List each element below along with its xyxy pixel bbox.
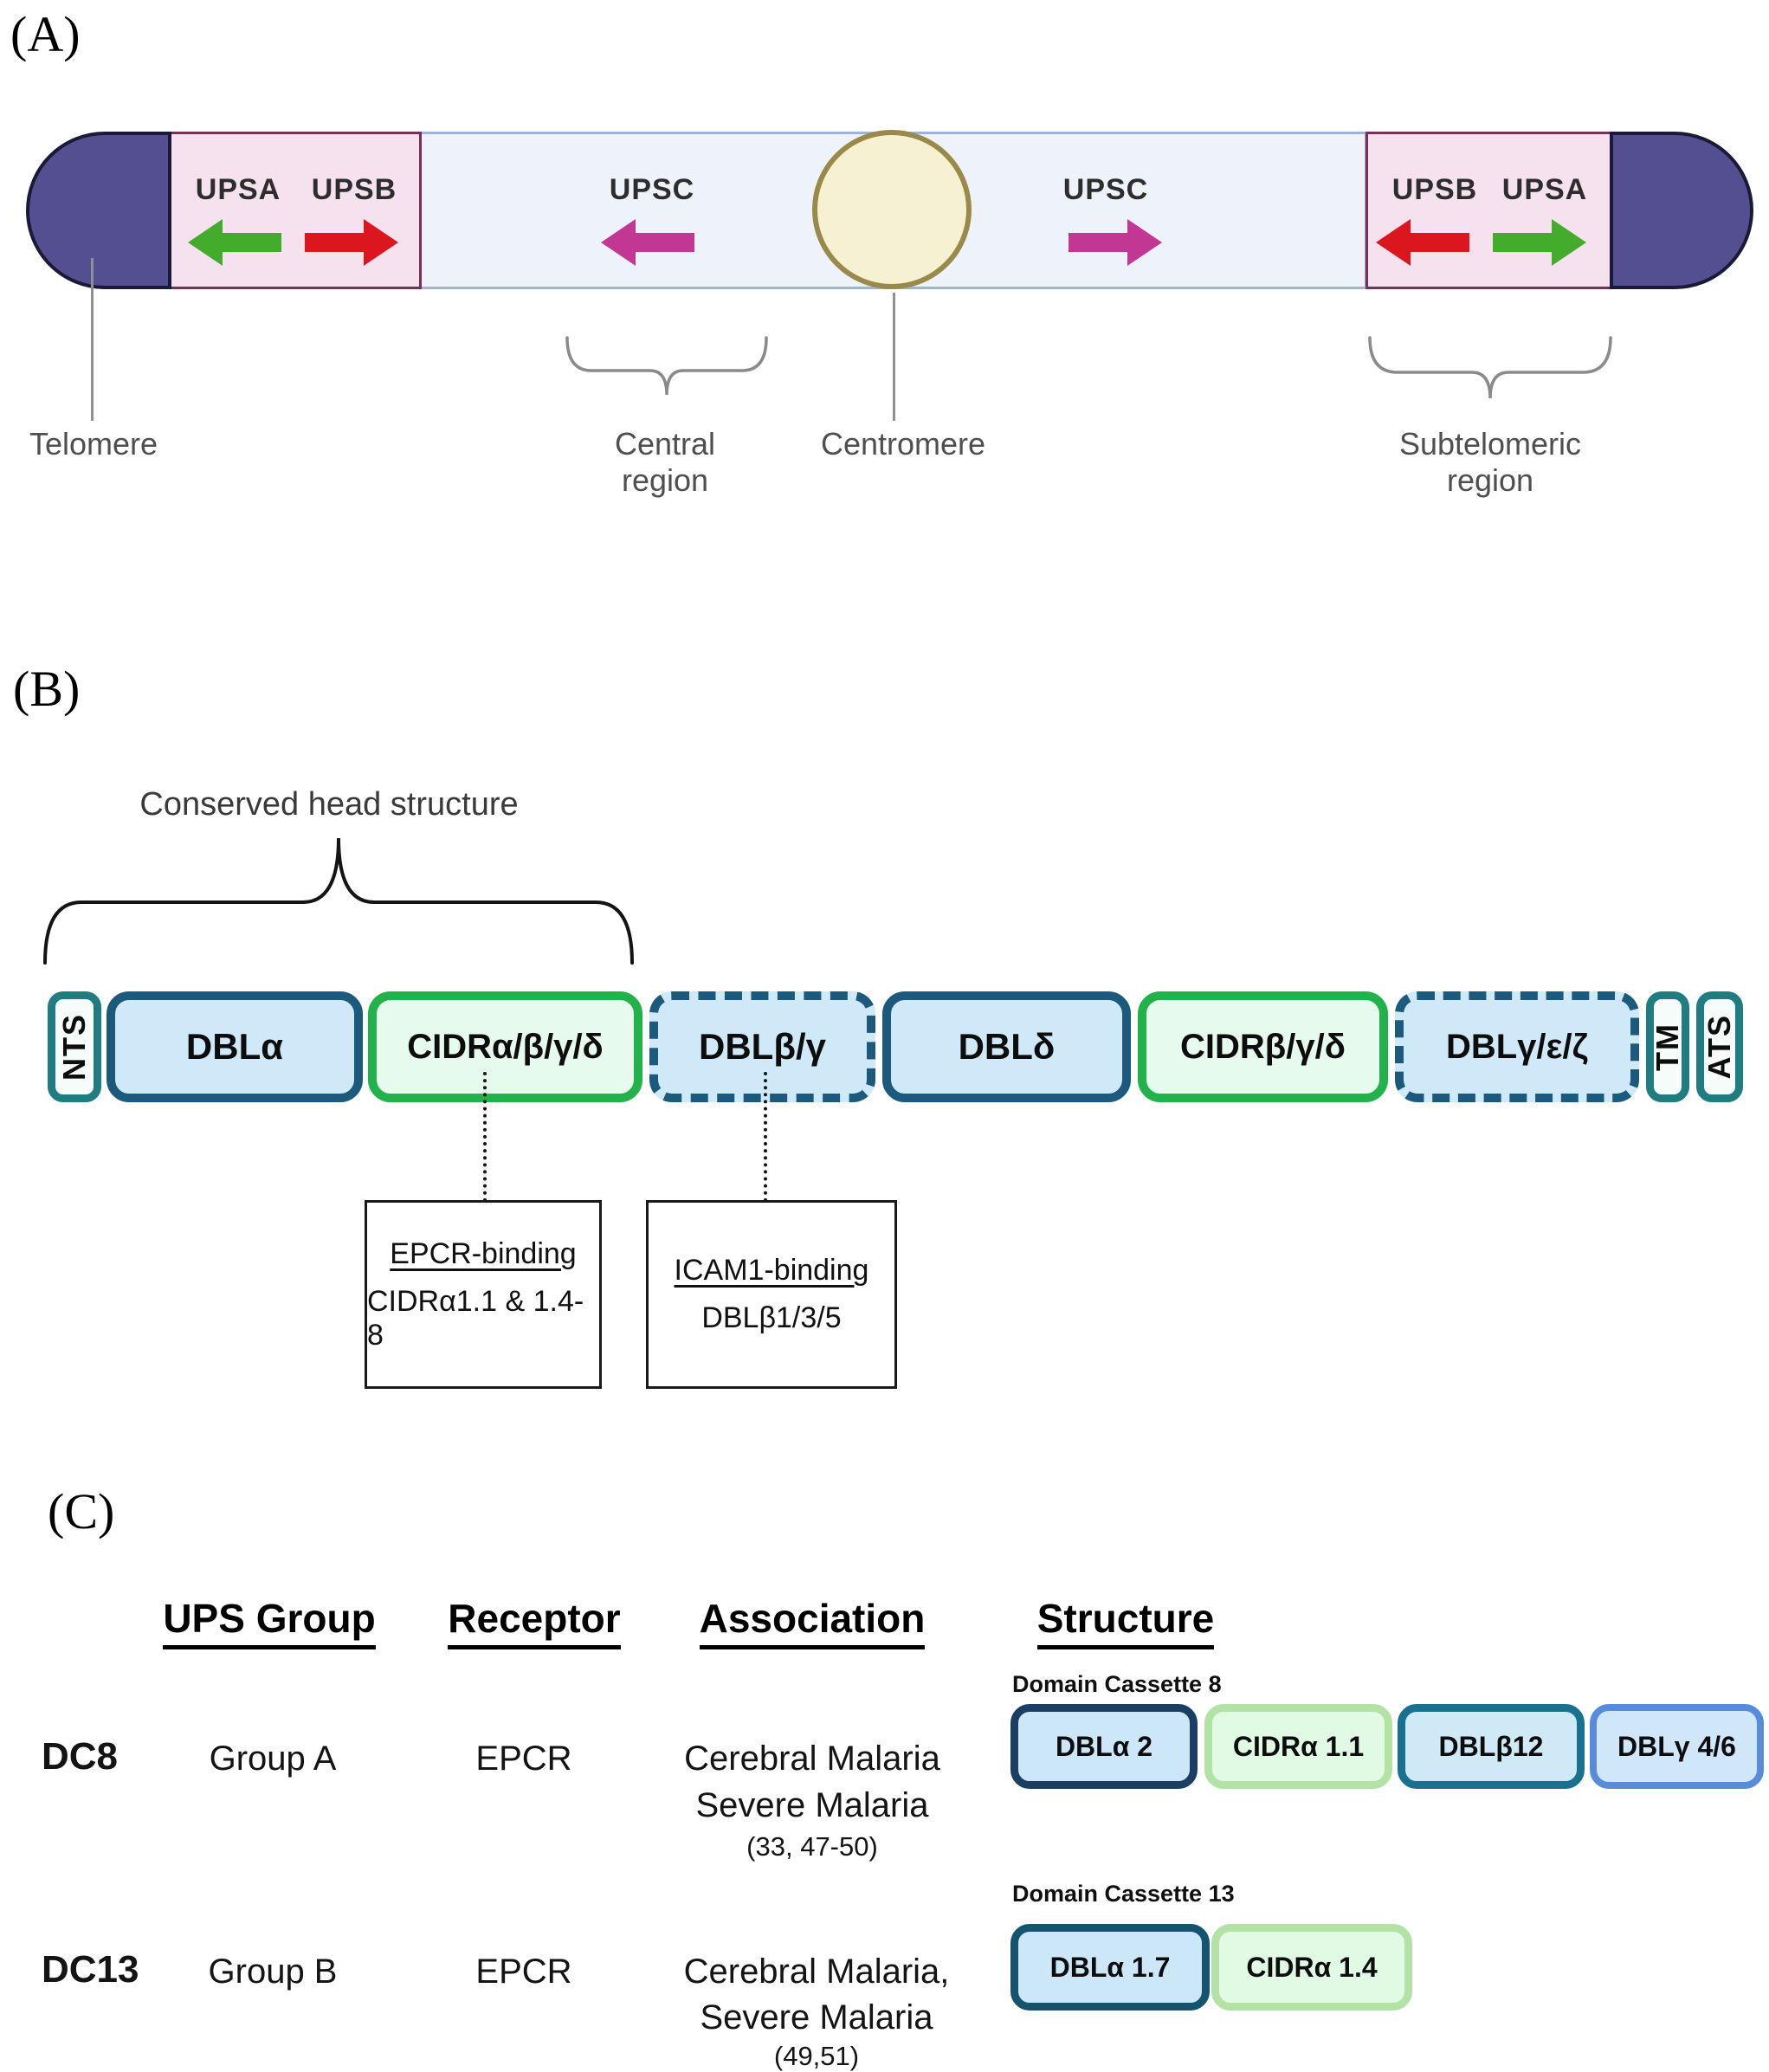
- dc13-association-line2: Severe Malaria: [700, 1998, 933, 2036]
- icam1-binding-title: ICAM1-binding: [674, 1254, 869, 1287]
- upsc-right-label: UPSC: [1062, 173, 1149, 206]
- dc13-id: DC13: [42, 1948, 139, 1991]
- upsa-left-label: UPSA: [195, 173, 281, 206]
- domain-cidr-bgd-label: CIDRβ/γ/δ: [1180, 1027, 1346, 1066]
- central-region-brace: [565, 336, 768, 396]
- telomere-pointer-line: [91, 258, 94, 421]
- domain-dbl-delta: DBLδ: [882, 991, 1131, 1102]
- centromere-circle: [812, 130, 972, 289]
- domain-ats: ATS: [1696, 991, 1743, 1102]
- header-association-text: Association: [699, 1596, 926, 1649]
- domain-dbl-alpha: DBLα: [107, 991, 363, 1102]
- domain-nts: NTS: [48, 991, 101, 1102]
- central-region-caption: Central region: [578, 426, 752, 499]
- dc8-association-refs: (33, 47-50): [746, 1831, 878, 1862]
- subtelomeric-caption-line1: Subtelomeric: [1398, 426, 1582, 462]
- subtelomeric-region-caption: Subtelomeric region: [1377, 426, 1604, 499]
- dc13-association-refs: (49,51): [773, 2041, 860, 2071]
- upsa-right-label: UPSA: [1501, 173, 1588, 206]
- upsa-right-arrow-icon: [1493, 219, 1586, 266]
- panel-a-label: (A): [10, 6, 81, 62]
- dc13-cassette-label: Domain Cassette 13: [1012, 1881, 1235, 1907]
- domain-dbl-delta-label: DBLδ: [958, 1026, 1056, 1067]
- dc13-box-cidr-a14-label: CIDRα 1.4: [1246, 1951, 1378, 1983]
- epcr-dotted-connector: [483, 1072, 487, 1202]
- dc8-box-dbl-beta12: DBLβ12: [1398, 1704, 1585, 1789]
- header-receptor: Receptor: [422, 1595, 647, 1649]
- centromere-pointer-line: [893, 293, 895, 421]
- dc8-box-dbl-gamma46: DBLγ 4/6: [1590, 1704, 1764, 1789]
- dc13-group: Group B: [208, 1953, 338, 1991]
- upsb-right-label: UPSB: [1391, 173, 1478, 206]
- subtelomeric-caption-line2: region: [1446, 462, 1534, 498]
- dc8-receptor: EPCR: [475, 1740, 572, 1778]
- panel-c-label: (C): [48, 1483, 115, 1539]
- dc8-box-dbl-alpha2-label: DBLα 2: [1055, 1730, 1153, 1762]
- domain-dbl-gez: DBLγ/ε/ζ: [1395, 991, 1639, 1102]
- dc13-box-dbl-alpha17: DBLα 1.7: [1010, 1924, 1210, 2011]
- domain-dbl-beta-gamma: DBLβ/γ: [649, 991, 875, 1102]
- telomere-cap-left: [26, 132, 171, 289]
- dc13-receptor: EPCR: [475, 1953, 572, 1991]
- domain-cidr-bgd: CIDRβ/γ/δ: [1138, 991, 1388, 1102]
- epcr-binding-detail: CIDRα1.1 & 1.4-8: [367, 1284, 584, 1352]
- domain-ats-label: ATS: [1701, 1014, 1737, 1080]
- dc8-box-cidr-a11-label: CIDRα 1.1: [1232, 1730, 1365, 1762]
- header-association: Association: [691, 1595, 933, 1649]
- domain-dbl-beta-gamma-label: DBLβ/γ: [699, 1026, 826, 1067]
- epcr-binding-title: EPCR-binding: [390, 1236, 577, 1270]
- panel-b-label: (B): [13, 661, 81, 717]
- domain-dbl-gez-label: DBLγ/ε/ζ: [1445, 1027, 1589, 1066]
- central-region-caption-line1: Central: [614, 426, 716, 462]
- header-structure: Structure: [1013, 1595, 1238, 1649]
- dc8-box-dbl-gamma46-label: DBLγ 4/6: [1617, 1730, 1736, 1762]
- subtelomeric-region-brace: [1368, 336, 1612, 399]
- icam1-binding-callout: ICAM1-binding DBLβ1/3/5: [646, 1200, 897, 1389]
- subtelomeric-segment-left: [169, 132, 422, 289]
- domain-cidr-abgd-label: CIDRα/β/γ/δ: [407, 1027, 604, 1066]
- dc8-group: Group A: [209, 1740, 337, 1778]
- dc8-box-dbl-beta12-label: DBLβ12: [1438, 1730, 1544, 1762]
- epcr-binding-callout: EPCR-binding CIDRα1.1 & 1.4-8: [365, 1200, 602, 1389]
- conserved-head-structure-label: Conserved head structure: [139, 786, 519, 823]
- icam1-binding-detail: DBLβ1/3/5: [701, 1301, 842, 1334]
- upsb-right-arrow-icon: [1376, 219, 1469, 266]
- centromere-caption: Centromere: [820, 426, 986, 462]
- domain-tm-label: TM: [1650, 1023, 1685, 1071]
- header-structure-text: Structure: [1036, 1596, 1215, 1649]
- domain-nts-label: NTS: [56, 1013, 92, 1081]
- upsc-left-label: UPSC: [609, 173, 695, 206]
- header-ups-group: UPS Group: [157, 1595, 382, 1649]
- dc8-id: DC8: [42, 1735, 119, 1778]
- dc13-association-line1: Cerebral Malaria,: [683, 1953, 950, 1991]
- header-ups-group-text: UPS Group: [163, 1596, 376, 1649]
- upsb-left-label: UPSB: [311, 173, 397, 206]
- dc8-box-dbl-alpha2: DBLα 2: [1010, 1704, 1198, 1789]
- dc13-box-cidr-a14: CIDRα 1.4: [1211, 1924, 1412, 2011]
- central-region-caption-line2: region: [621, 462, 709, 498]
- upsc-left-arrow-icon: [601, 219, 694, 266]
- dc8-association-line2: Severe Malaria: [695, 1786, 929, 1824]
- telomere-caption: Telomere: [29, 426, 158, 462]
- conserved-head-brace: [43, 837, 634, 965]
- upsc-right-arrow-icon: [1069, 219, 1162, 266]
- header-receptor-text: Receptor: [448, 1596, 621, 1649]
- domain-dbl-alpha-label: DBLα: [185, 1026, 284, 1067]
- dc8-association-line1: Cerebral Malaria: [684, 1740, 940, 1778]
- telomere-cap-right: [1610, 132, 1753, 289]
- icam1-dotted-connector: [764, 1072, 767, 1202]
- dc8-cassette-label: Domain Cassette 8: [1012, 1671, 1222, 1697]
- dc8-box-cidr-a11: CIDRα 1.1: [1204, 1704, 1392, 1789]
- upsb-left-arrow-icon: [305, 219, 398, 266]
- dc13-box-dbl-alpha17-label: DBLα 1.7: [1049, 1951, 1171, 1983]
- domain-tm: TM: [1646, 991, 1689, 1102]
- upsa-left-arrow-icon: [188, 219, 281, 266]
- domain-cidr-abgd: CIDRα/β/γ/δ: [368, 991, 642, 1102]
